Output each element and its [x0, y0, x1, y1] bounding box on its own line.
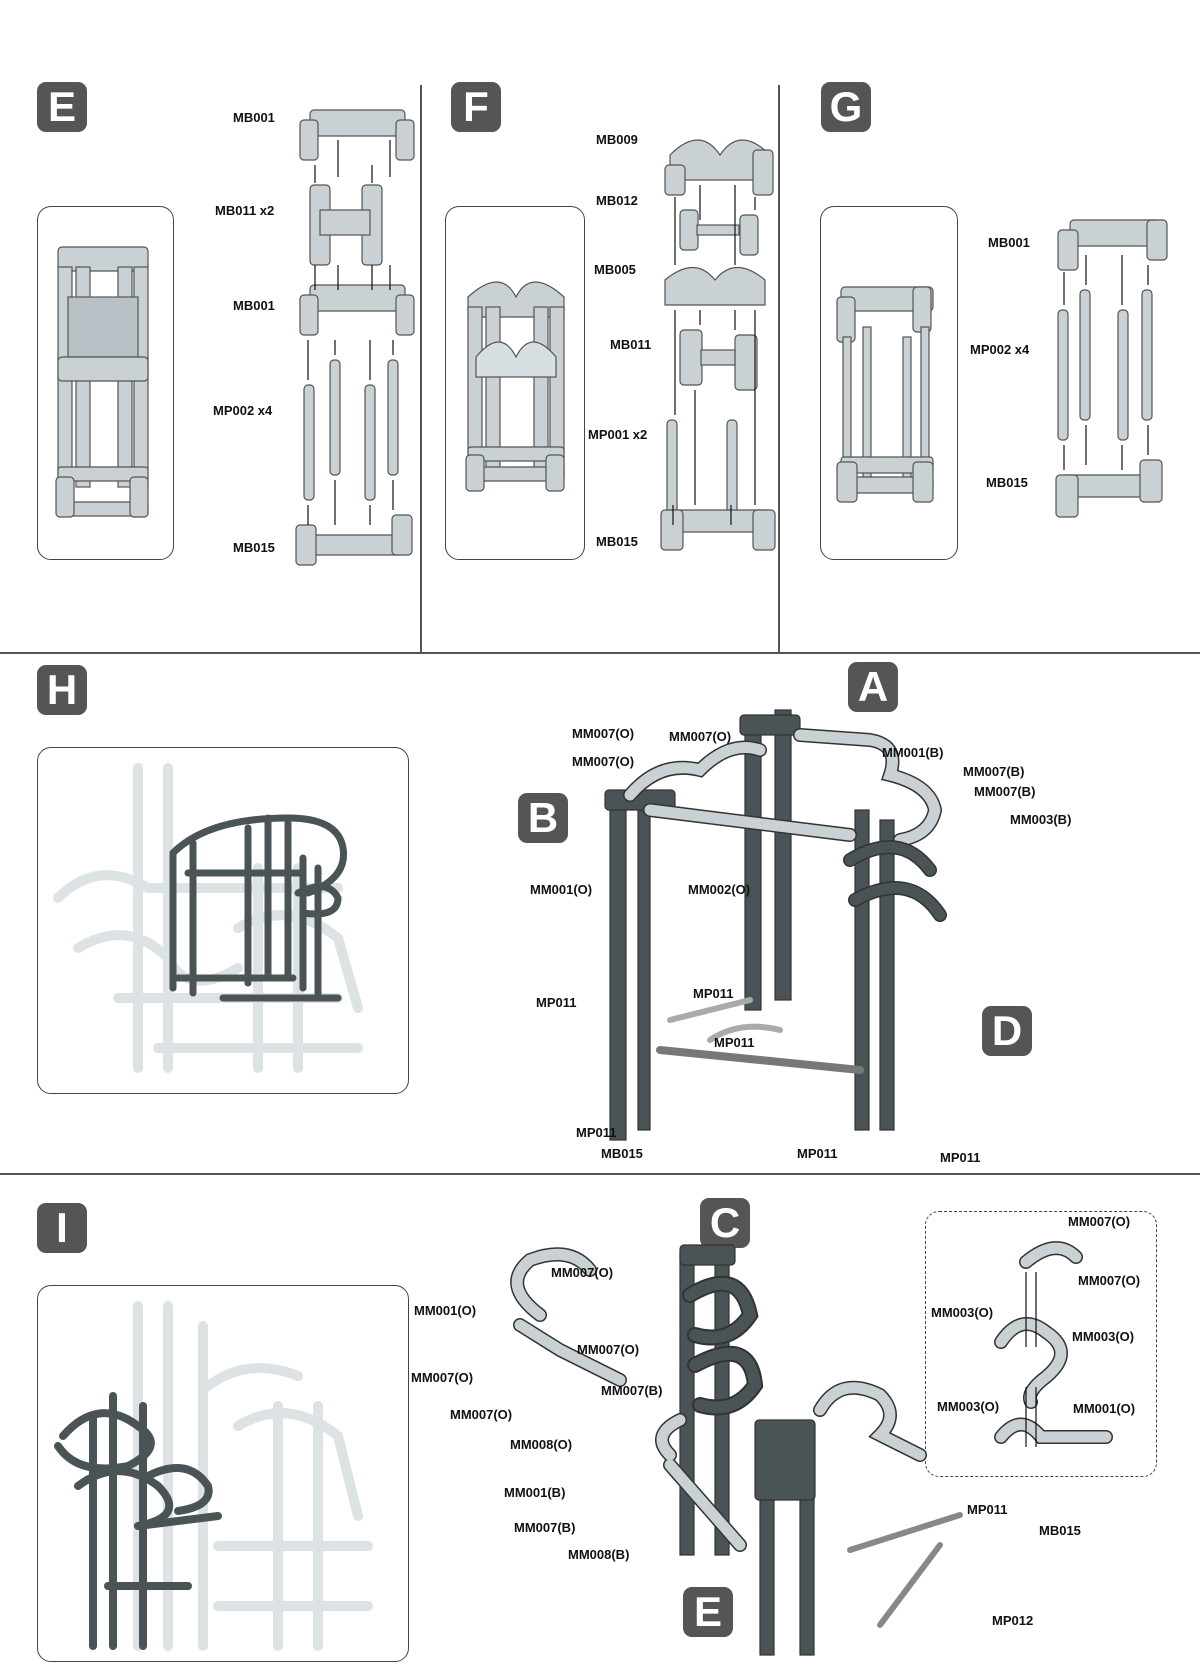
step-h-label: MM001(O) [530, 882, 593, 897]
step-i-detail-box [925, 1211, 1157, 1477]
vertical-divider-fg [778, 85, 780, 653]
callout-badge-e: E [683, 1587, 733, 1637]
step-h-label: MM003(B) [1010, 812, 1072, 827]
step-e-label: MB001 [233, 298, 275, 313]
step-i-label: MM008(B) [568, 1547, 630, 1562]
callout-badge-b: B [518, 793, 568, 843]
step-f-label: MP001 x2 [588, 427, 648, 442]
step-badge-e: E [37, 82, 87, 132]
step-g-label: MP002 x4 [970, 342, 1030, 357]
step-i-label: MM007(O) [411, 1370, 474, 1385]
step-h-label: MB015 [601, 1146, 643, 1161]
step-h-label: MP011 [940, 1150, 981, 1165]
detail-label: MM001(O) [1073, 1401, 1136, 1416]
callout-badge-d: D [982, 1006, 1032, 1056]
step-g-exploded-art [1055, 219, 1168, 518]
step-h-label: MM007(O) [669, 729, 732, 744]
step-i-label: MM007(O) [551, 1265, 614, 1280]
step-g-label: MB001 [988, 235, 1030, 250]
step-badge-i: I [37, 1203, 87, 1253]
detail-label: MM003(O) [937, 1399, 1000, 1414]
step-h-label: MP011 [797, 1146, 838, 1161]
step-e-label: MB015 [233, 540, 275, 555]
step-f-label: MB005 [594, 262, 636, 277]
step-i-label: MP012 [992, 1613, 1034, 1628]
tower-preview-art [836, 286, 934, 503]
horizontal-divider-1 [0, 652, 1200, 654]
step-i-label: MM007(B) [601, 1383, 663, 1398]
step-e-preview [37, 206, 174, 560]
step-f-exploded-art [660, 139, 776, 551]
step-f-label: MB012 [596, 193, 638, 208]
step-e-label: MB001 [233, 110, 275, 125]
callout-badge-c: C [700, 1198, 750, 1248]
step-f-label: MB009 [596, 132, 638, 147]
step-i-label: MM007(O) [450, 1407, 513, 1422]
step-f-label: MB015 [596, 534, 638, 549]
detail-label: MM007(O) [1068, 1214, 1131, 1229]
step-f-preview [445, 206, 585, 560]
tower-preview-art [55, 246, 149, 518]
step-h-overview [37, 747, 409, 1094]
step-badge-g: G [821, 82, 871, 132]
step-h-label: MP011 [576, 1125, 617, 1140]
step-i-label: MM007(O) [577, 1342, 640, 1357]
step-h-label: MP011 [693, 986, 734, 1001]
step-badge-f: F [451, 82, 501, 132]
step-g-preview [820, 206, 958, 560]
step-i-label: MM001(O) [414, 1303, 477, 1318]
step-g-label: MB015 [986, 475, 1028, 490]
step-f-label: MB011 [610, 337, 652, 352]
tower-preview-art [465, 281, 565, 492]
callout-badge-a: A [848, 662, 898, 712]
step-i-label: MB015 [1039, 1523, 1081, 1538]
step-h-label: MM007(O) [572, 754, 635, 769]
step-i-assembly-art [510, 1244, 963, 1656]
step-h-label: MP011 [714, 1035, 755, 1050]
step-h-label: MM007(B) [963, 764, 1025, 779]
horizontal-divider-2 [0, 1173, 1200, 1175]
step-h-label: MM001(B) [882, 745, 944, 760]
spiral-detail-art [994, 1241, 1113, 1447]
detail-label: MM003(O) [931, 1305, 994, 1320]
step-i-overview [37, 1285, 409, 1662]
step-i-label: MM008(O) [510, 1437, 573, 1452]
step-i-label: MM007(B) [514, 1520, 576, 1535]
step-h-label: MM002(O) [688, 882, 751, 897]
step-i-label: MM001(B) [504, 1485, 566, 1500]
vertical-divider-ef [420, 85, 422, 653]
overview-art [53, 763, 363, 1073]
step-badge-h: H [37, 665, 87, 715]
detail-label: MM003(O) [1072, 1329, 1135, 1344]
step-h-assembly-art [604, 709, 947, 1141]
step-e-label: MB011 x2 [215, 203, 275, 218]
step-e-exploded-art [295, 109, 415, 566]
step-h-label: MM007(O) [572, 726, 635, 741]
overview-art [54, 1301, 373, 1651]
detail-label: MM007(O) [1078, 1273, 1141, 1288]
step-e-label: MP002 x4 [213, 403, 273, 418]
step-h-label: MM007(B) [974, 784, 1036, 799]
step-i-label: MP011 [967, 1502, 1008, 1517]
step-h-label: MP011 [536, 995, 577, 1010]
